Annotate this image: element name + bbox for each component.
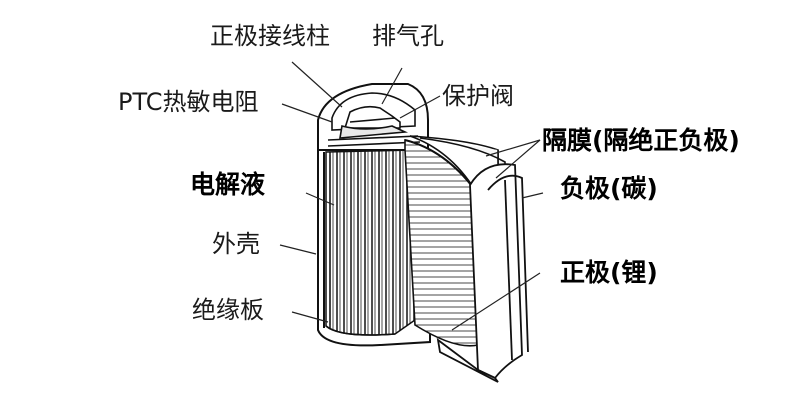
label-anode: 负极(碳) (560, 174, 658, 203)
label-ptc-resistor: PTC热敏电阻 (118, 88, 259, 116)
leader-lines (279, 61, 544, 331)
label-casing: 外壳 (212, 230, 260, 258)
label-vent-hole: 排气孔 (372, 22, 444, 50)
label-separator: 隔膜(隔绝正负极) (542, 126, 740, 155)
top-cap-shape (327, 92, 421, 147)
label-safety-valve: 保护阀 (442, 82, 514, 110)
label-positive-terminal: 正极接线柱 (210, 22, 330, 50)
label-electrolyte: 电解液 (190, 170, 266, 199)
label-cathode: 正极(锂) (560, 258, 658, 287)
electrode-roll-shape (323, 149, 416, 336)
anode-sheet-shape (436, 163, 529, 383)
label-insulating-plate: 绝缘板 (192, 296, 264, 324)
